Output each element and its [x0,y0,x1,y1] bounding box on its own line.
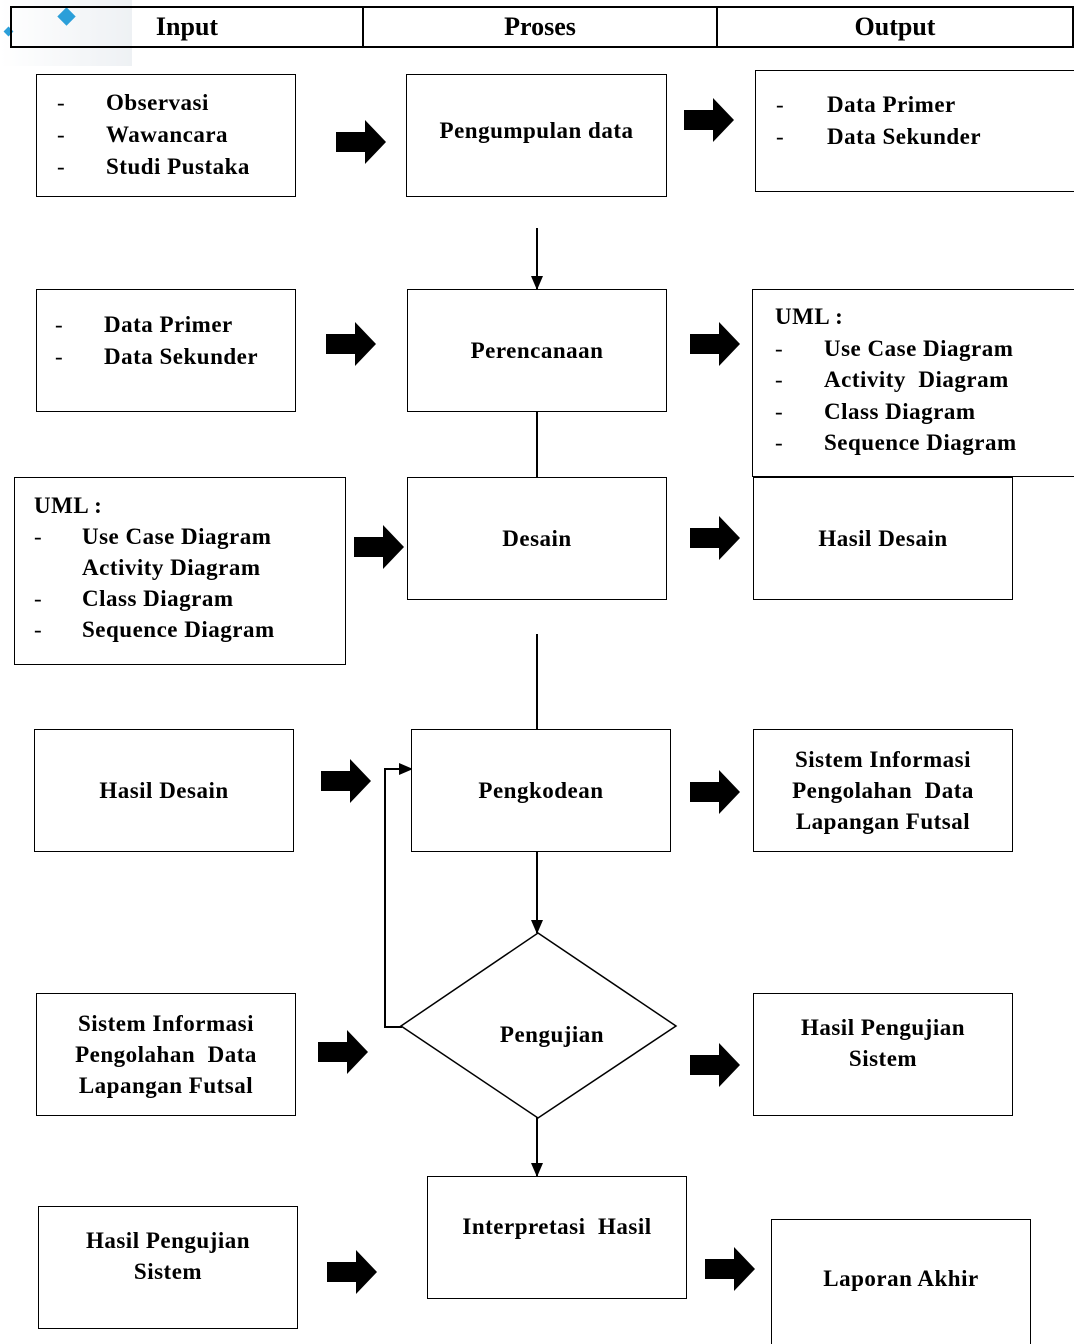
list-item: Data Sekunder [827,124,982,149]
output-box-3: Hasil Desain [753,477,1013,600]
list-item: Data Primer [104,312,233,337]
list-item: Activity Diagram [82,555,261,580]
output-box-1: - Data Primer - Data Sekunder [755,70,1074,192]
output-line: Hasil Pengujian [800,1015,966,1040]
bullet-dash: - [34,524,43,549]
bullet-dash: - [34,617,43,642]
output-line: Sistem [848,1046,918,1071]
bullet-dash: - [776,124,785,149]
process-box-2: Perencanaan [407,289,667,412]
arrow-process-to-output-1 [684,98,734,142]
bullet-dash: - [55,344,64,369]
input-label: Hasil Desain [99,778,229,803]
bullet-dash: - [34,586,43,611]
list-item: Sequence Diagram [82,617,275,642]
bullet-dash: - [55,312,64,337]
process-box-1: Pengumpulan data [406,74,667,197]
list-item: Class Diagram [824,398,976,424]
process-label: Pengumpulan data [439,118,634,143]
bullet-dash: - [775,430,784,455]
input-box-3: UML : - Use Case Diagram Activity Diagram… [14,477,346,665]
process-label: Pengkodean [478,778,604,803]
output-list-2: UML : - Use Case Diagram - Activity Diagra… [775,301,1017,459]
input-line: Sistem [133,1259,203,1284]
input-line: Hasil Pengujian [85,1228,251,1253]
arrow-process-to-output-6 [705,1247,755,1291]
arrow-process-to-output-3 [690,516,740,560]
header-input: Input [10,6,364,48]
output-line: Lapangan Futsal [795,809,971,834]
bullet-dash: - [775,398,784,424]
input-line: Sistem Informasi [77,1011,255,1036]
output-line: Sistem Informasi [794,747,972,772]
list-item: Wawancara [106,122,229,147]
arrow-input-to-process-2 [326,322,376,366]
input-box-2: - Data Primer - Data Sekunder [36,289,296,412]
output-box-5: Hasil Pengujian Sistem [753,993,1013,1116]
list-item: Studi Pustaka [106,154,250,179]
arrow-process-to-output-5 [690,1043,740,1087]
process-label: Desain [502,526,572,551]
input-line: Lapangan Futsal [78,1073,254,1098]
arrow-input-to-process-1 [336,120,386,164]
list-item: Activity Diagram [824,367,1009,392]
header-proses: Proses [362,6,718,48]
list-item: Data Primer [827,92,956,117]
output-label: Hasil Desain [818,526,948,551]
decision-label: Pengujian [499,1021,605,1047]
list-item: Sequence Diagram [824,430,1017,455]
arrow-input-to-process-3 [354,525,404,569]
process-box-4: Pengkodean [411,729,671,852]
bullet-dash: - [775,335,784,361]
input-box-1: - Observasi - Wawancara - Studi Pustaka [36,74,296,197]
list-item: Use Case Diagram [824,335,1014,361]
list-item: Data Sekunder [104,344,259,369]
bullet-dash: - [57,154,66,179]
arrow-process-to-output-2 [690,322,740,366]
process-box-3: Desain [407,477,667,600]
output-box-4: Sistem Informasi Pengolahan Data Lapanga… [753,729,1013,852]
output-box-2: UML : - Use Case Diagram - Activity Diagra… [752,289,1074,477]
arrow-input-to-process-6 [327,1250,377,1294]
uml-title: UML : [775,304,844,329]
bullet-dash: - [776,92,785,117]
process-label: Perencanaan [470,338,604,363]
output-list-1: - Data Primer - Data Sekunder [776,89,981,153]
input-list-3: UML : - Use Case Diagram Activity Diagram… [34,490,275,645]
feedback-loop [384,763,413,1028]
bullet-dash: - [57,122,66,147]
input-box-6: Hasil Pengujian Sistem [38,1206,298,1329]
arrow-process-to-output-4 [690,770,740,814]
bullet-dash: - [57,90,66,115]
bullet-dash: - [775,367,784,392]
output-box-6: Laporan Akhir [771,1219,1031,1344]
decision-diamond [399,932,678,1119]
input-box-5: Sistem Informasi Pengolahan Data Lapanga… [36,993,296,1116]
output-label: Laporan Akhir [823,1265,979,1291]
list-item: Class Diagram [82,586,234,611]
list-item: Observasi [106,90,209,115]
input-list-1: - Observasi - Wawancara - Studi Pustaka [57,87,250,183]
list-item: Use Case Diagram [82,524,272,549]
input-line: Pengolahan Data [75,1042,257,1067]
process-label: Interpretasi Hasil [462,1214,652,1239]
process-box-6: Interpretasi Hasil [427,1176,687,1299]
output-line: Pengolahan Data [792,778,974,803]
arrow-input-to-process-5 [318,1030,368,1074]
logo-fragment [0,0,132,66]
header-output: Output [716,6,1074,48]
uml-title: UML : [34,493,103,518]
input-list-2: - Data Primer - Data Sekunder [55,309,258,373]
arrow-input-to-process-4 [321,759,371,803]
input-box-4: Hasil Desain [34,729,294,852]
